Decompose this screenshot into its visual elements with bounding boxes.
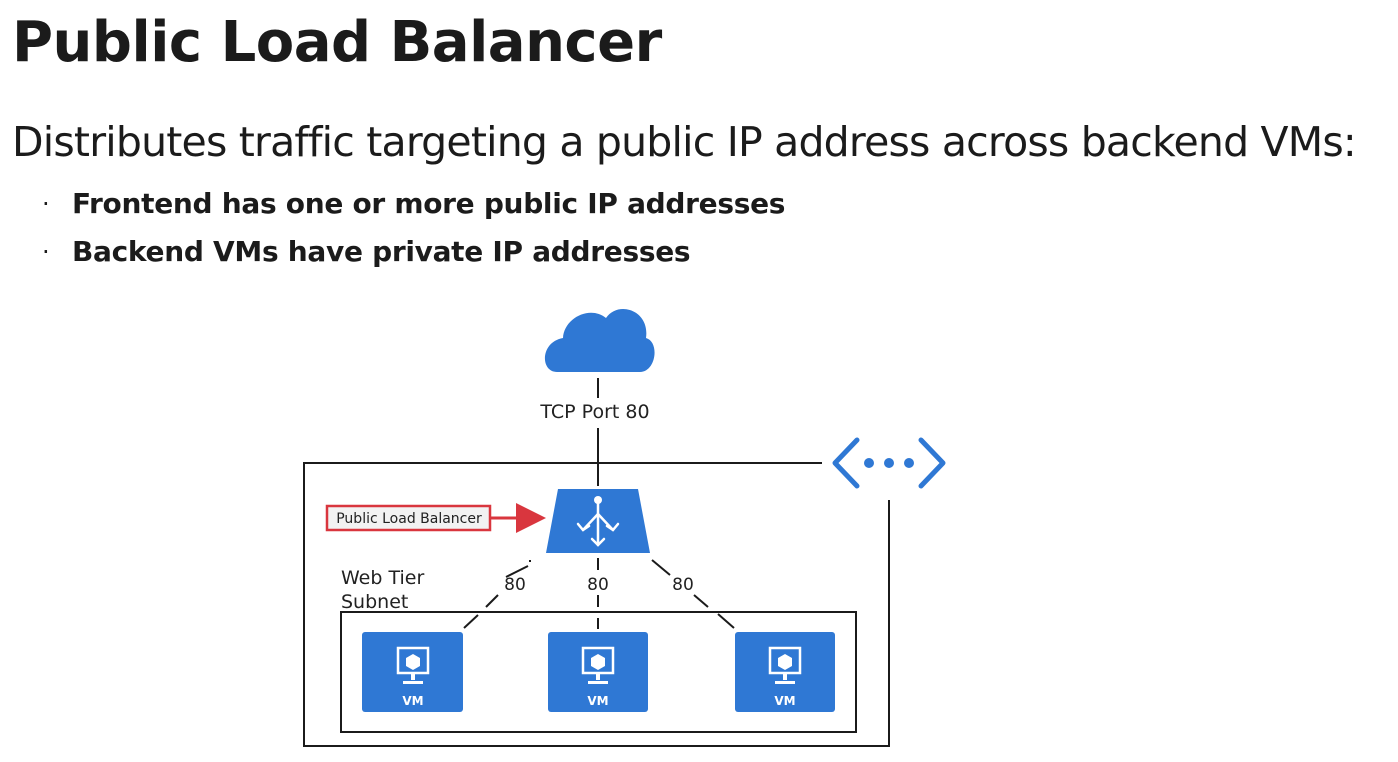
virtual-machine-icon: VM [548, 632, 648, 712]
load-balancer-icon [546, 489, 650, 553]
vm-label: VM [587, 694, 608, 708]
bullet-list: · Frontend has one or more public IP addr… [40, 180, 785, 276]
bullet-dot-icon: · [42, 190, 50, 218]
port-label: 80 [587, 575, 609, 595]
subnet-label: Web Tier [341, 567, 424, 589]
port-label: 80 [504, 575, 526, 595]
callout-label: Public Load Balancer [336, 511, 482, 527]
bullet-item: · Backend VMs have private IP addresses [40, 228, 785, 276]
bullet-dot-icon: · [42, 238, 50, 266]
bullet-item: · Frontend has one or more public IP addr… [40, 180, 785, 228]
bullet-text: Frontend has one or more public IP addre… [72, 187, 786, 220]
virtual-machine-icon: VM [362, 632, 463, 712]
lb-to-vm-connectors [463, 558, 735, 629]
virtual-network-icon [832, 437, 946, 489]
port-label: 80 [672, 575, 694, 595]
tcp-port-label: TCP Port 80 [539, 401, 649, 423]
subnet-label: Subnet [341, 591, 408, 613]
virtual-machine-icon: VM [735, 632, 835, 712]
slide-subtitle: Distributes traffic targeting a public I… [12, 118, 1357, 166]
subnet-box [340, 611, 857, 733]
cloud-icon [544, 308, 655, 372]
slide-title: Public Load Balancer [12, 10, 662, 75]
vm-label: VM [402, 694, 423, 708]
vnet-boundary [303, 462, 890, 747]
bullet-text: Backend VMs have private IP addresses [72, 235, 691, 268]
vm-label: VM [774, 694, 795, 708]
